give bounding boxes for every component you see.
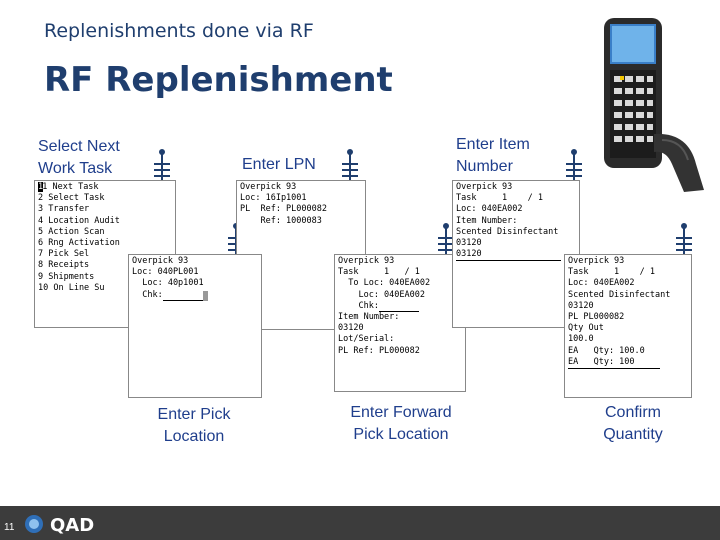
qad-logo: QAD [25, 515, 94, 535]
screen-line: PL PL000082 [568, 312, 625, 323]
quantity-confirm-field[interactable]: EA Qty: 100 [568, 357, 660, 370]
antenna-icon [566, 149, 582, 180]
screen-line: Task 1 / 1 [568, 267, 655, 278]
menu-item[interactable]: 9 Shipments [38, 271, 95, 282]
rf-scanner-device-icon [604, 18, 704, 192]
antenna-icon [676, 223, 692, 254]
check-field[interactable]: Chk: [338, 301, 462, 313]
caption-enter-lpn: Enter LPN [242, 156, 316, 173]
rf-quantity-screen: Overpick 93 Task 1 / 1 Loc: 040EA002 Sce… [564, 254, 692, 398]
pick-location-field[interactable]: Loc: 40p1001 [132, 278, 204, 289]
screen-line: 03120 [456, 238, 482, 249]
menu-item[interactable]: 2 Select Task [38, 193, 105, 204]
item-number-field[interactable]: 03120 [456, 249, 561, 262]
screen-line: Overpick 93 [456, 182, 513, 192]
screen-line: 03120 [338, 323, 364, 334]
screen-line: Item Number: [338, 312, 400, 323]
screen-line: Lot/Serial: [338, 334, 395, 345]
screen-line: 100.0 [568, 334, 594, 345]
antenna-icon [342, 149, 358, 180]
quantity-field[interactable]: EA Qty: 100.0 [568, 345, 645, 356]
screen-line: To Loc: 040EA002 [338, 278, 431, 289]
slide-subtitle: Replenishments done via RF [44, 20, 314, 42]
menu-item[interactable]: 6 Rng Activation [38, 238, 120, 249]
screen-line: Item Number: [456, 215, 518, 226]
screen-line: Loc: 040EA002 [456, 204, 523, 215]
forward-location-field[interactable]: Loc: 040EA002 [338, 289, 425, 300]
screen-line: Loc: 16Ip1001 [240, 193, 307, 204]
screen-line: Overpick 93 [240, 182, 297, 192]
screen-line: Scented Disinfectant [456, 226, 559, 237]
footer-bar [0, 506, 720, 540]
screen-line: Qty Out [568, 323, 604, 334]
screen-line: Loc: 040EA002 [568, 278, 635, 289]
menu-item[interactable]: 4 Location Audit [38, 215, 120, 226]
screen-line: Task 1 / 1 [456, 193, 543, 204]
rf-pick-location-screen: Overpick 93 Loc: 040PL001 Loc: 40p1001 C… [128, 254, 262, 398]
page-number: 11 [4, 522, 15, 533]
check-field[interactable]: Chk: [132, 290, 258, 301]
menu-item[interactable]: 7 Pick Sel [38, 249, 90, 260]
antenna-icon [438, 223, 454, 254]
screen-line: 03120 [568, 300, 594, 311]
svg-text:QAD: QAD [50, 515, 94, 535]
lpn-ref-field[interactable]: Ref: 1000083 [240, 215, 322, 226]
menu-item[interactable]: 1 1 Next Task [38, 182, 99, 192]
menu-item[interactable]: 3 Transfer [38, 204, 90, 215]
screen-line: Loc: 040PL001 [132, 267, 199, 278]
menu-item[interactable]: 5 Action Scan [38, 226, 105, 237]
screen-line: Overpick 93 [568, 256, 625, 266]
rf-forward-location-screen: Overpick 93 Task 1 / 1 To Loc: 040EA002 … [334, 254, 466, 392]
antenna-icon [154, 149, 170, 180]
screen-line: PL Ref: PL000082 [338, 345, 420, 356]
menu-item[interactable]: 8 Receipts [38, 260, 90, 271]
screen-line: Overpick 93 [338, 256, 395, 266]
screen-line: Scented Disinfectant [568, 289, 671, 300]
screen-line: PL Ref: PL000082 [240, 204, 327, 215]
menu-item[interactable]: 10 On Line Su [38, 282, 105, 293]
screen-line: Task 1 / 1 [338, 267, 420, 278]
rf-item-screen: Overpick 93 Task 1 / 1 Loc: 040EA002 Ite… [452, 180, 580, 328]
screen-line: Overpick 93 [132, 256, 189, 266]
slide-title: RF Replenishment [44, 60, 393, 100]
